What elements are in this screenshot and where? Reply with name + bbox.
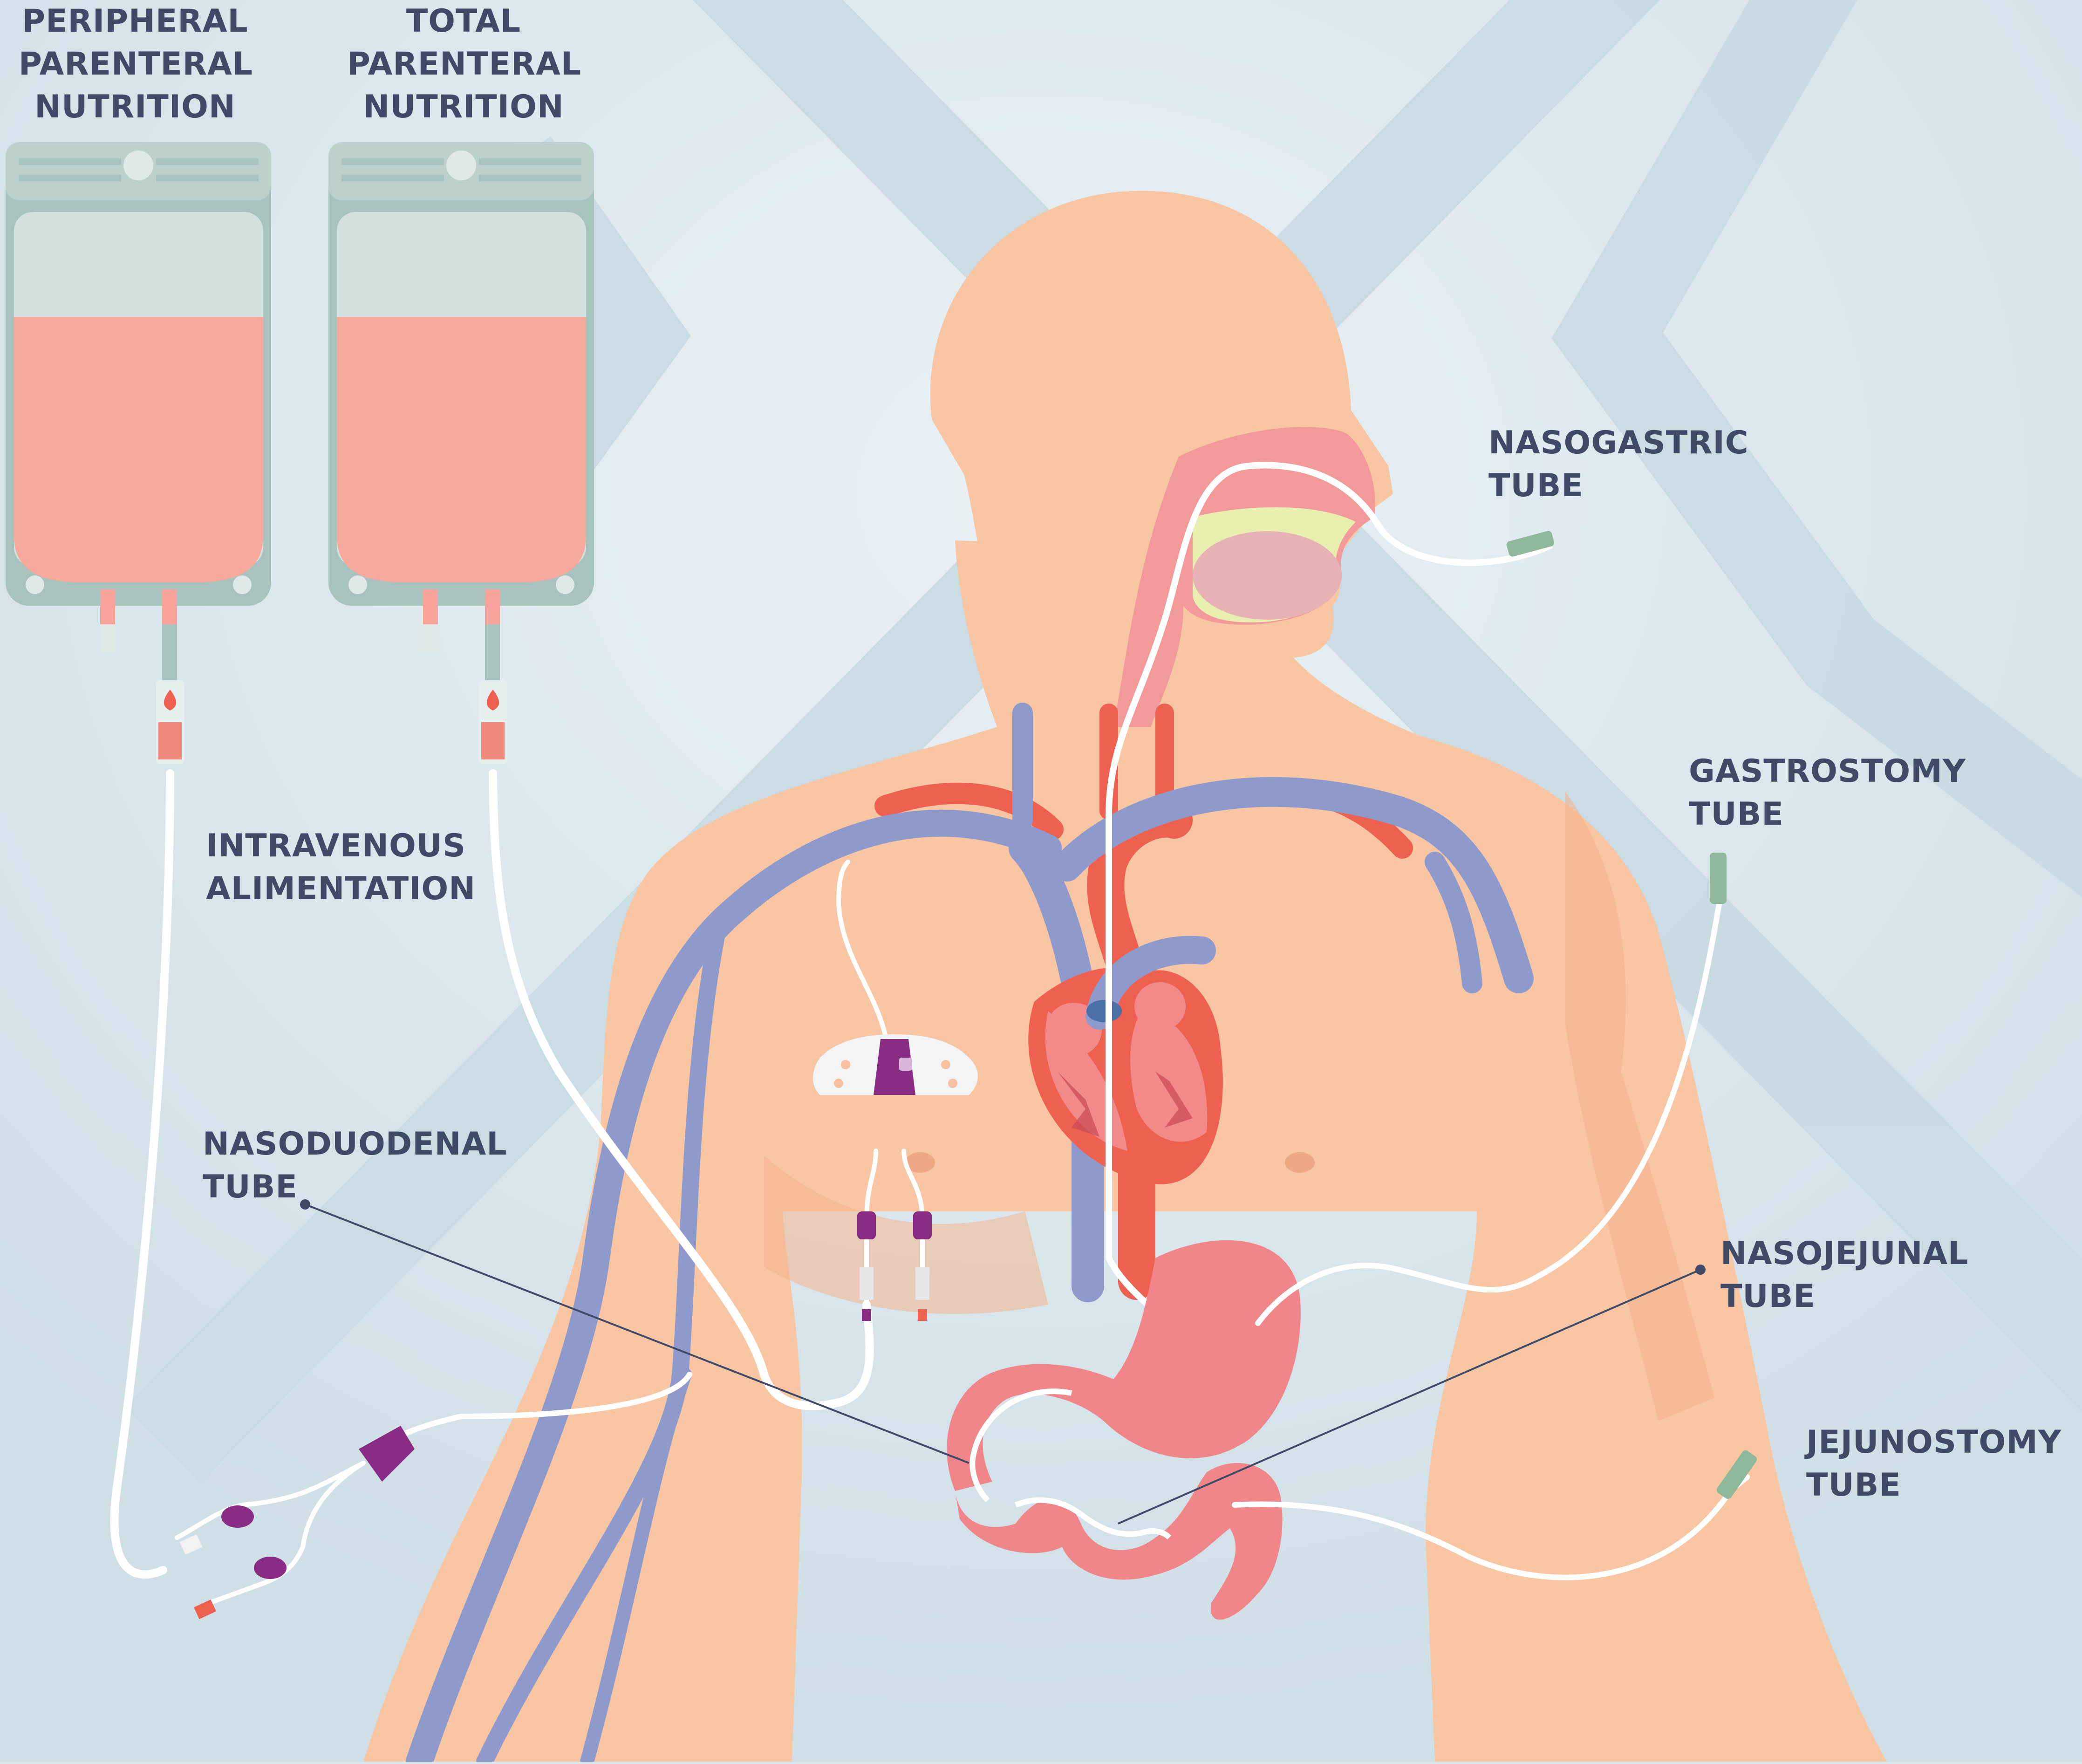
label-total-parenteral-nutrition: TOTAL PARENTERAL NUTRITION	[347, 0, 580, 129]
nipple-right	[1285, 1152, 1315, 1173]
label-peripheral-parenteral-nutrition: PERIPHERAL PARENTERAL NUTRITION	[19, 0, 252, 129]
atrium-left	[1134, 982, 1186, 1031]
label-nasoduodenal-tube: NASODUODENAL TUBE	[203, 1123, 507, 1209]
nasojejunal-leader-dot	[1695, 1265, 1706, 1275]
valve	[1086, 1000, 1122, 1022]
label-intravenous-alimentation: INTRAVENOUS ALIMENTATION	[206, 825, 476, 910]
label-nasojejunal-tube: NASOJEJUNAL TUBE	[1720, 1232, 1968, 1318]
tongue	[1193, 531, 1342, 620]
label-nasogastric-tube: NASOGASTRIC TUBE	[1488, 422, 1749, 507]
label-jejunostomy-tube: JEJUNOSTOMY TUBE	[1806, 1421, 2062, 1507]
label-gastrostomy-tube: GASTROSTOMY TUBE	[1689, 750, 1966, 836]
